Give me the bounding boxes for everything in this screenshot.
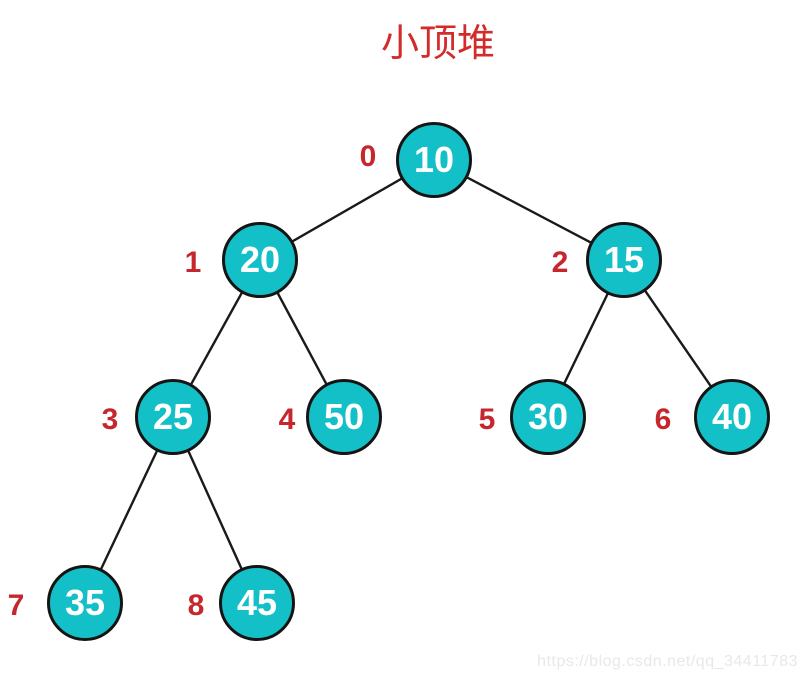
node-index-label-0: 0	[359, 140, 377, 173]
tree-node-15: 15	[586, 222, 662, 298]
node-index-label-2: 2	[551, 246, 569, 279]
node-index-label-4: 4	[278, 403, 296, 436]
tree-node-25: 25	[135, 379, 211, 455]
node-index-label-1: 1	[184, 246, 202, 279]
diagram-title: 小顶堆	[380, 23, 496, 65]
tree-node-10: 10	[396, 122, 472, 198]
node-index-label-6: 6	[654, 403, 672, 436]
tree-node-50: 50	[306, 379, 382, 455]
node-index-label-8: 8	[187, 589, 205, 622]
tree-node-35: 35	[47, 565, 123, 641]
watermark: https://blog.csdn.net/qq_34411783	[537, 653, 798, 670]
node-index-label-3: 3	[101, 403, 119, 436]
tree-node-30: 30	[510, 379, 586, 455]
node-index-label-5: 5	[478, 403, 496, 436]
tree-node-20: 20	[222, 222, 298, 298]
tree-node-40: 40	[694, 379, 770, 455]
tree-node-45: 45	[219, 565, 295, 641]
node-index-label-7: 7	[7, 589, 25, 622]
